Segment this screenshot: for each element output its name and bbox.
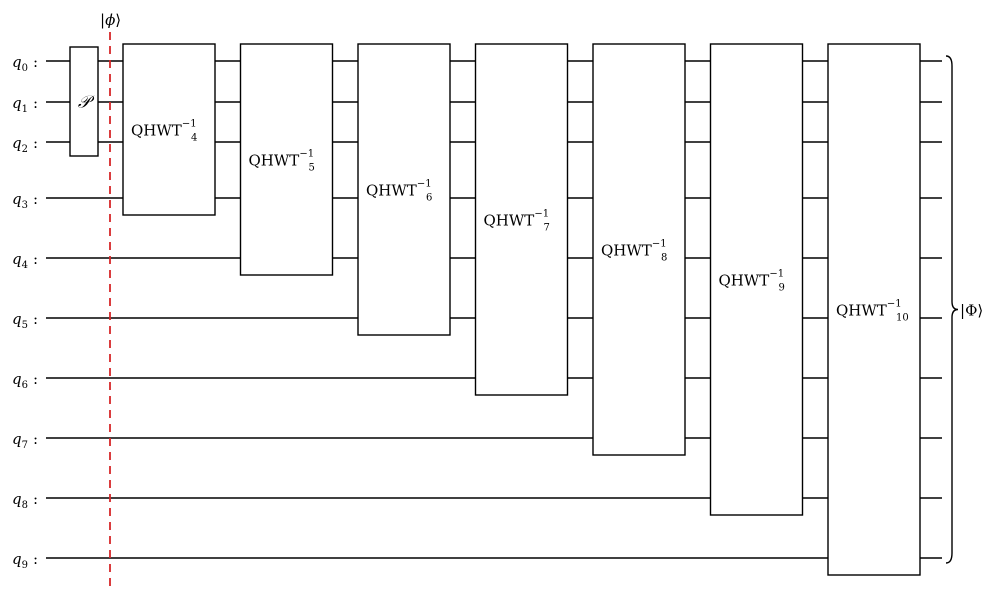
qubit-label-2: q2: (12, 134, 38, 155)
qubit-label-3: q3: (12, 190, 38, 211)
qubit-label-5: q5: (12, 310, 38, 331)
gate-box (592, 43, 686, 456)
gate-box (357, 43, 451, 336)
permutation-gate: 𝒫 (69, 46, 99, 157)
qubit-label-7: q7: (12, 430, 38, 451)
qubit-label-9: q9: (12, 550, 38, 571)
qubit-label-1: q1: (12, 94, 38, 115)
qubit-label-4: q4: (12, 250, 38, 271)
output-brace (945, 55, 959, 564)
qubit-label-8: q8: (12, 490, 38, 511)
gate-box (827, 43, 921, 576)
gate-box (122, 43, 216, 216)
qubit-labels: q0: q1: q2: q3: q4: q5: q6: q7: q8: q9: (12, 53, 38, 571)
gate-box (474, 43, 569, 396)
gate-box (239, 43, 334, 276)
output-state-label: |Φ⟩ (960, 302, 983, 320)
qubit-label-0: q0: (12, 53, 38, 74)
qubit-label-6: q6: (12, 370, 38, 391)
gate-box (709, 43, 804, 516)
barrier-state-label: |ϕ⟩ (100, 11, 121, 29)
